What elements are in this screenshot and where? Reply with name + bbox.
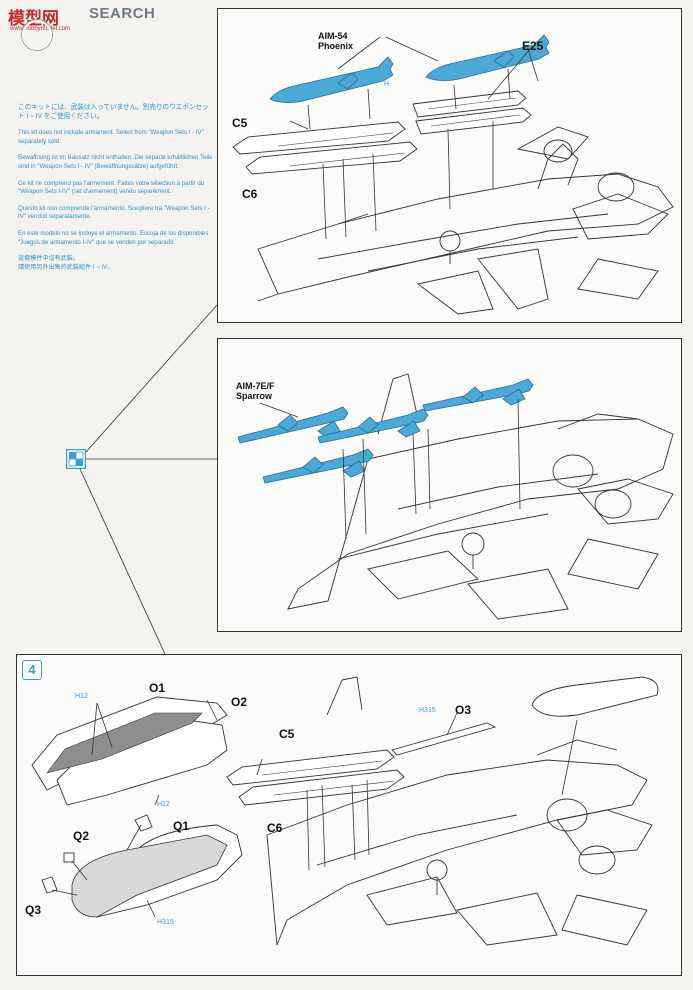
note-spanish: En este modelo no se incluye el armament… xyxy=(18,229,209,246)
option-marker-icon xyxy=(66,449,86,469)
note-chinese: 這套模件中沒有武裝。 請使用另外出售的武裝組件 I ~ IV。 xyxy=(18,255,213,272)
paint-callout-h12-a: H12 xyxy=(75,693,88,700)
panel-aim54-phoenix: AIM-54 Phoenix E25 C5 C6 H xyxy=(217,8,682,323)
label-sparrow: Sparrow xyxy=(236,391,273,401)
watermark-search: SEARCH xyxy=(89,5,156,22)
label-e25: E25 xyxy=(522,39,544,53)
assembly-drawing-step4 xyxy=(31,676,659,946)
label-aim54: AIM-54 xyxy=(318,31,348,41)
aircraft-drawing-mid xyxy=(237,373,674,620)
label-o1: O1 xyxy=(149,681,166,695)
aircraft-drawing-top xyxy=(232,34,674,315)
label-q1: Q1 xyxy=(173,819,190,833)
label-q2: Q2 xyxy=(73,829,90,843)
note-chinese-line1: 這套模件中沒有武裝。 xyxy=(18,255,79,263)
note-japanese: このキットには、武装は入っていません。別売りのウエポンセット I ~ IV をご… xyxy=(18,104,209,120)
label-q3: Q3 xyxy=(25,903,42,917)
note-french: Ce kit ne comprend pas l'armement. Faite… xyxy=(18,179,205,196)
paint-callout-h315-b: H315 xyxy=(157,919,174,926)
note-german: Bewaffnung ist im Bausatz nicht enthalte… xyxy=(18,154,213,170)
watermark-logo: 模型网 SEARCH www.hobbymodel.com xyxy=(4,4,174,50)
panel-step-4: O1 O2 O3 Q1 Q2 Q3 C5 C6 H12 H12 H315 H31… xyxy=(16,654,682,976)
note-chinese-line2: 請使用另外出售的武裝組件 I ~ IV。 xyxy=(18,263,114,271)
note-italian: Questo kit non comprende l'armamento. Sc… xyxy=(18,204,210,221)
note-english: This kit does not include armament. Sele… xyxy=(18,129,204,145)
armament-notes: このキットには、武装は入っていません。別売りのウエポンセット I ~ IV をご… xyxy=(18,104,213,280)
label-c5-bottom: C5 xyxy=(279,727,295,741)
label-o3: O3 xyxy=(455,703,472,717)
label-c6-bottom: C6 xyxy=(267,821,283,835)
label-phoenix: Phoenix xyxy=(318,41,354,51)
label-c6-top: C6 xyxy=(242,187,258,201)
label-aim7: AIM-7E/F xyxy=(236,381,275,391)
label-o2: O2 xyxy=(231,695,248,709)
paint-callout-h-top: H xyxy=(384,81,390,88)
label-c5-top: C5 xyxy=(232,116,248,130)
paint-callout-h12-b: H12 xyxy=(157,801,170,808)
panel-aim7-sparrow: AIM-7E/F Sparrow xyxy=(217,338,682,632)
step-number-badge: 4 xyxy=(22,660,42,680)
paint-callout-h315: H315 xyxy=(419,707,436,714)
watermark-circle xyxy=(22,20,52,50)
